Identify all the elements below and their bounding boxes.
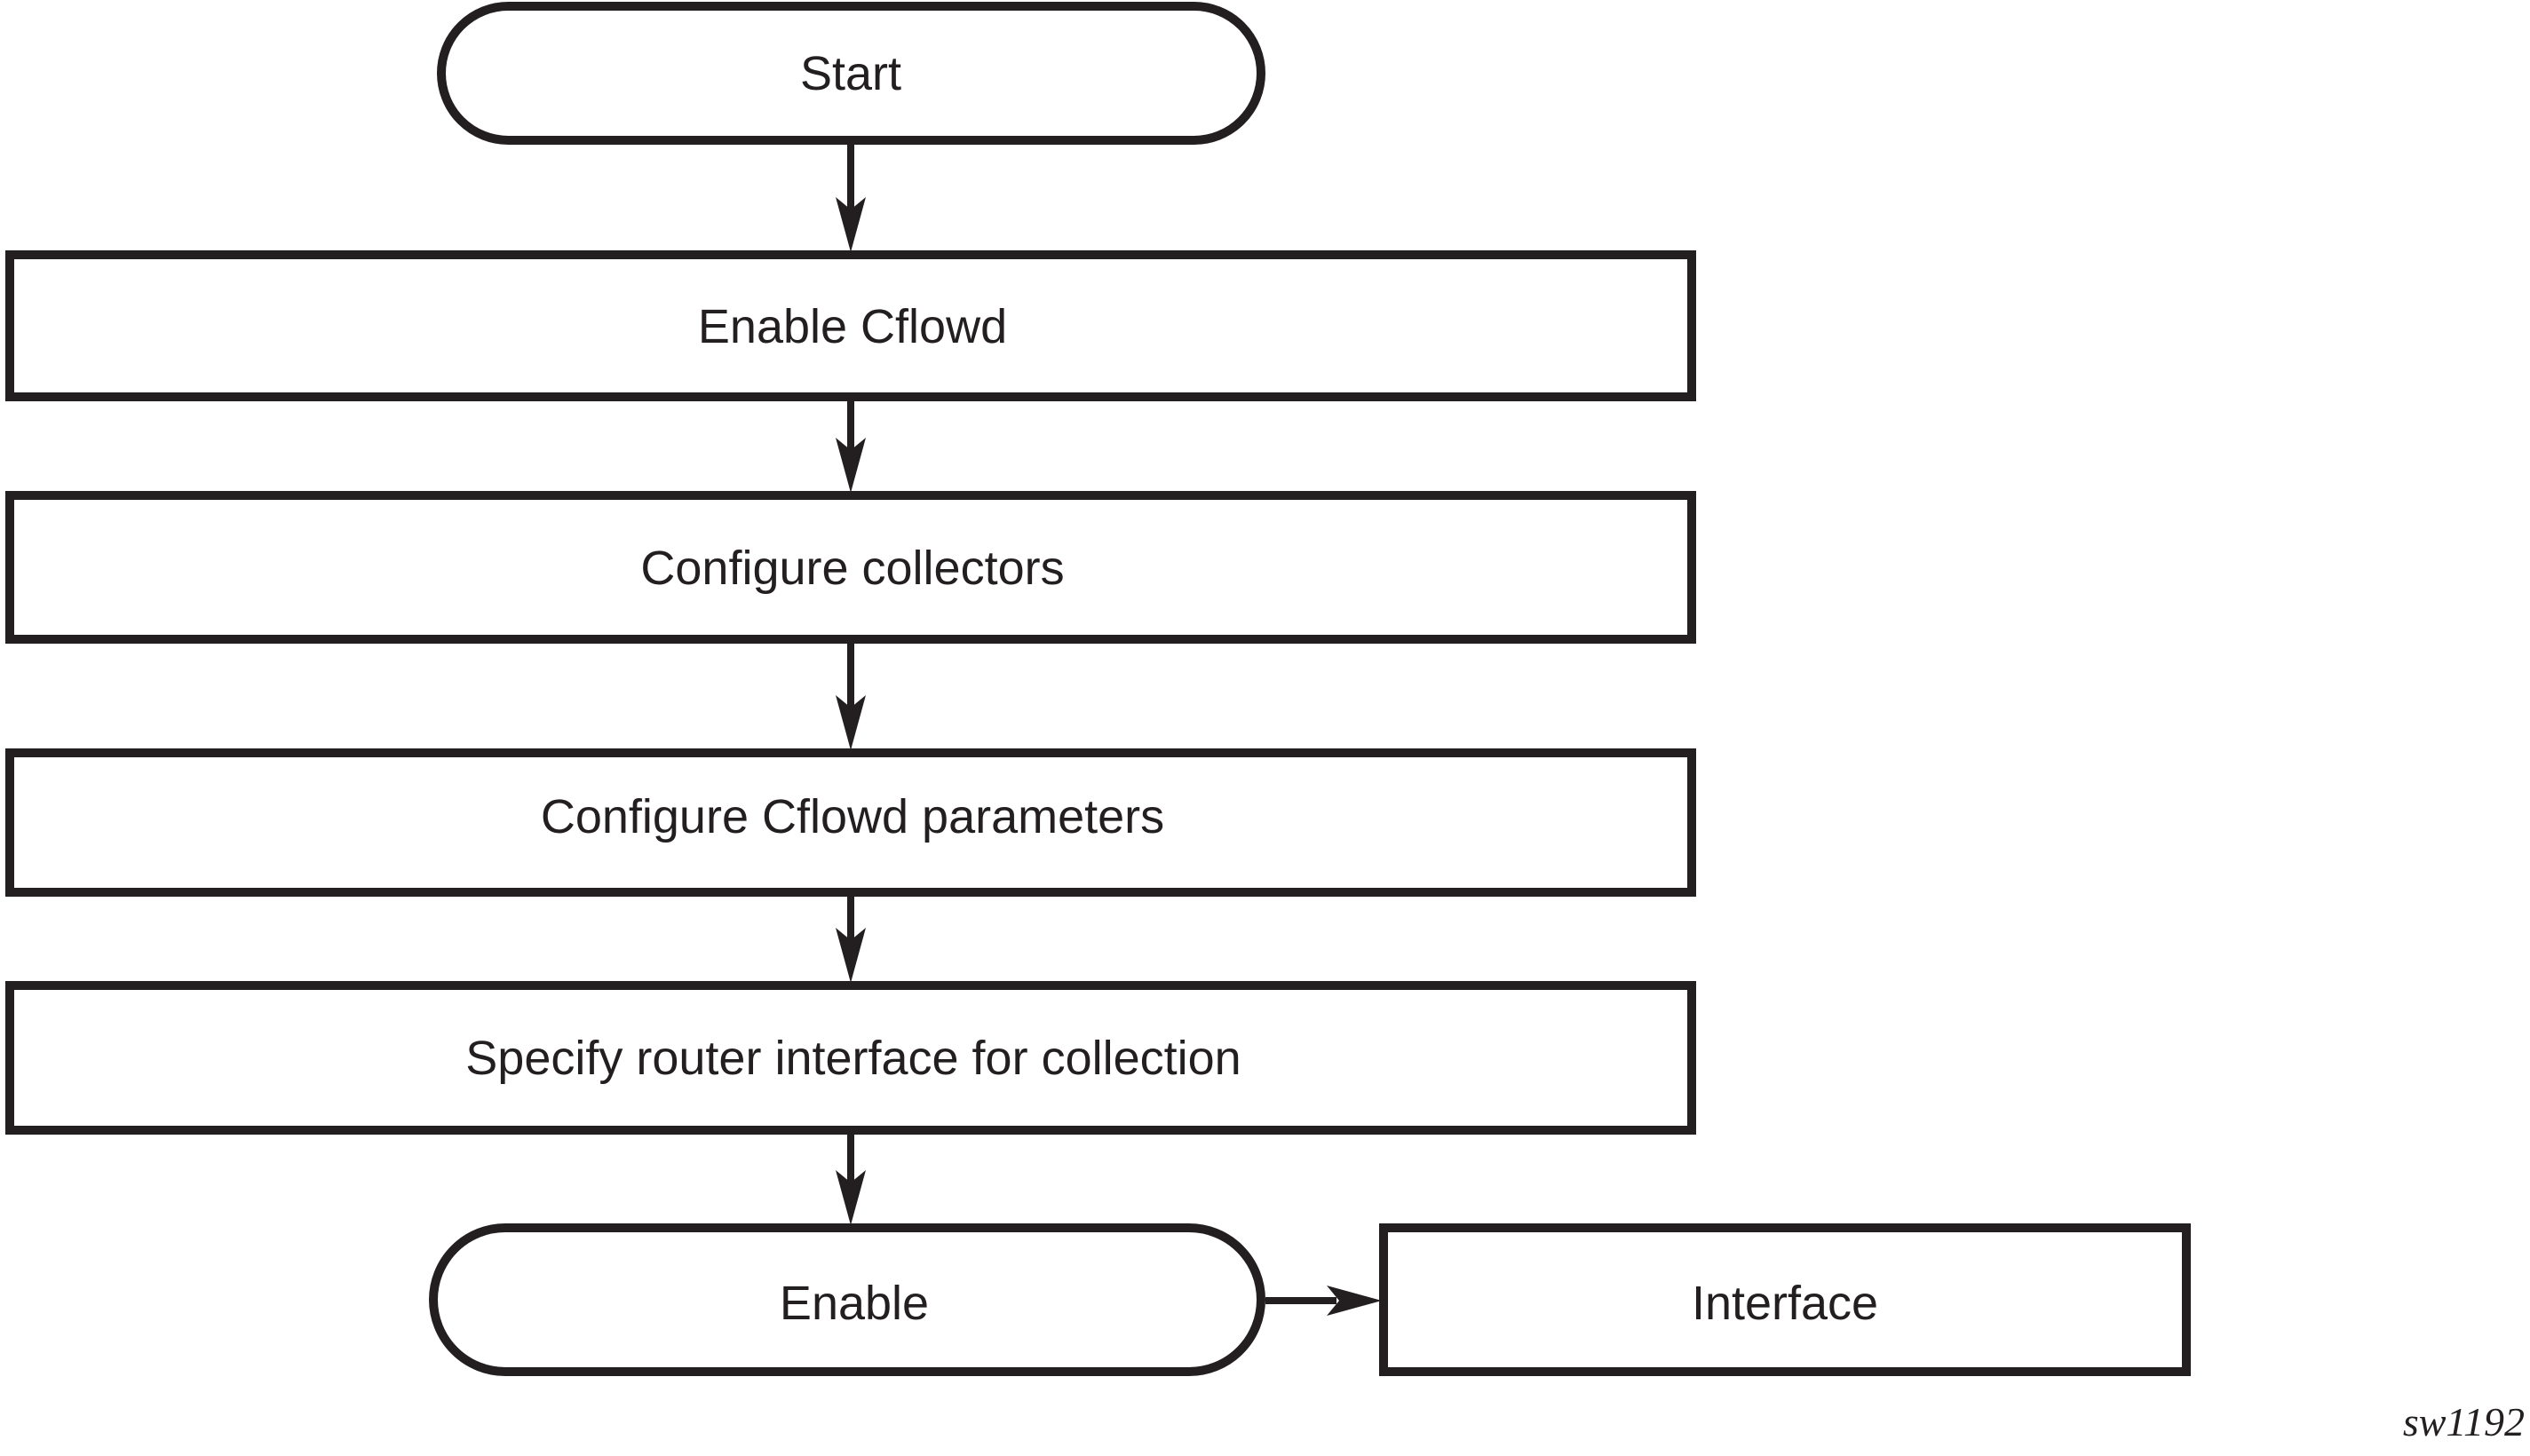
node-label-configure-cflowd-parameters: Configure Cflowd parameters: [540, 790, 1165, 843]
node-shape-start[interactable]: [437, 2, 1265, 145]
node-shape-configure-cflowd-parameters[interactable]: [5, 748, 1696, 897]
node-shape-configure-collectors[interactable]: [5, 491, 1696, 644]
node-label-specify-router-interface: Specify router interface for collection: [465, 1032, 1241, 1085]
figure-caption: sw1192: [2402, 1399, 2525, 1444]
node-shape-enable[interactable]: [429, 1223, 1265, 1376]
edge-parameters-to-specify-interface: [836, 897, 866, 983]
node-label-enable-cflowd: Enable Cflowd: [697, 300, 1008, 353]
edge-specify-interface-to-enable: [836, 1135, 866, 1225]
node-label-start: Start: [799, 47, 902, 100]
edge-configure-collectors-to-parameters: [836, 644, 866, 750]
edge-enable-to-interface: [1265, 1286, 1382, 1316]
node-label-configure-collectors: Configure collectors: [640, 542, 1065, 595]
edge-enable-cflowd-to-configure-collectors: [836, 401, 866, 493]
node-label-interface: Interface: [1691, 1277, 1879, 1330]
node-label-enable: Enable: [779, 1277, 930, 1330]
node-shape-enable-cflowd[interactable]: [5, 250, 1696, 401]
edge-start-to-enable-cflowd: [836, 145, 866, 252]
node-shape-interface[interactable]: [1379, 1223, 2191, 1376]
node-shape-specify-router-interface[interactable]: [5, 981, 1696, 1135]
